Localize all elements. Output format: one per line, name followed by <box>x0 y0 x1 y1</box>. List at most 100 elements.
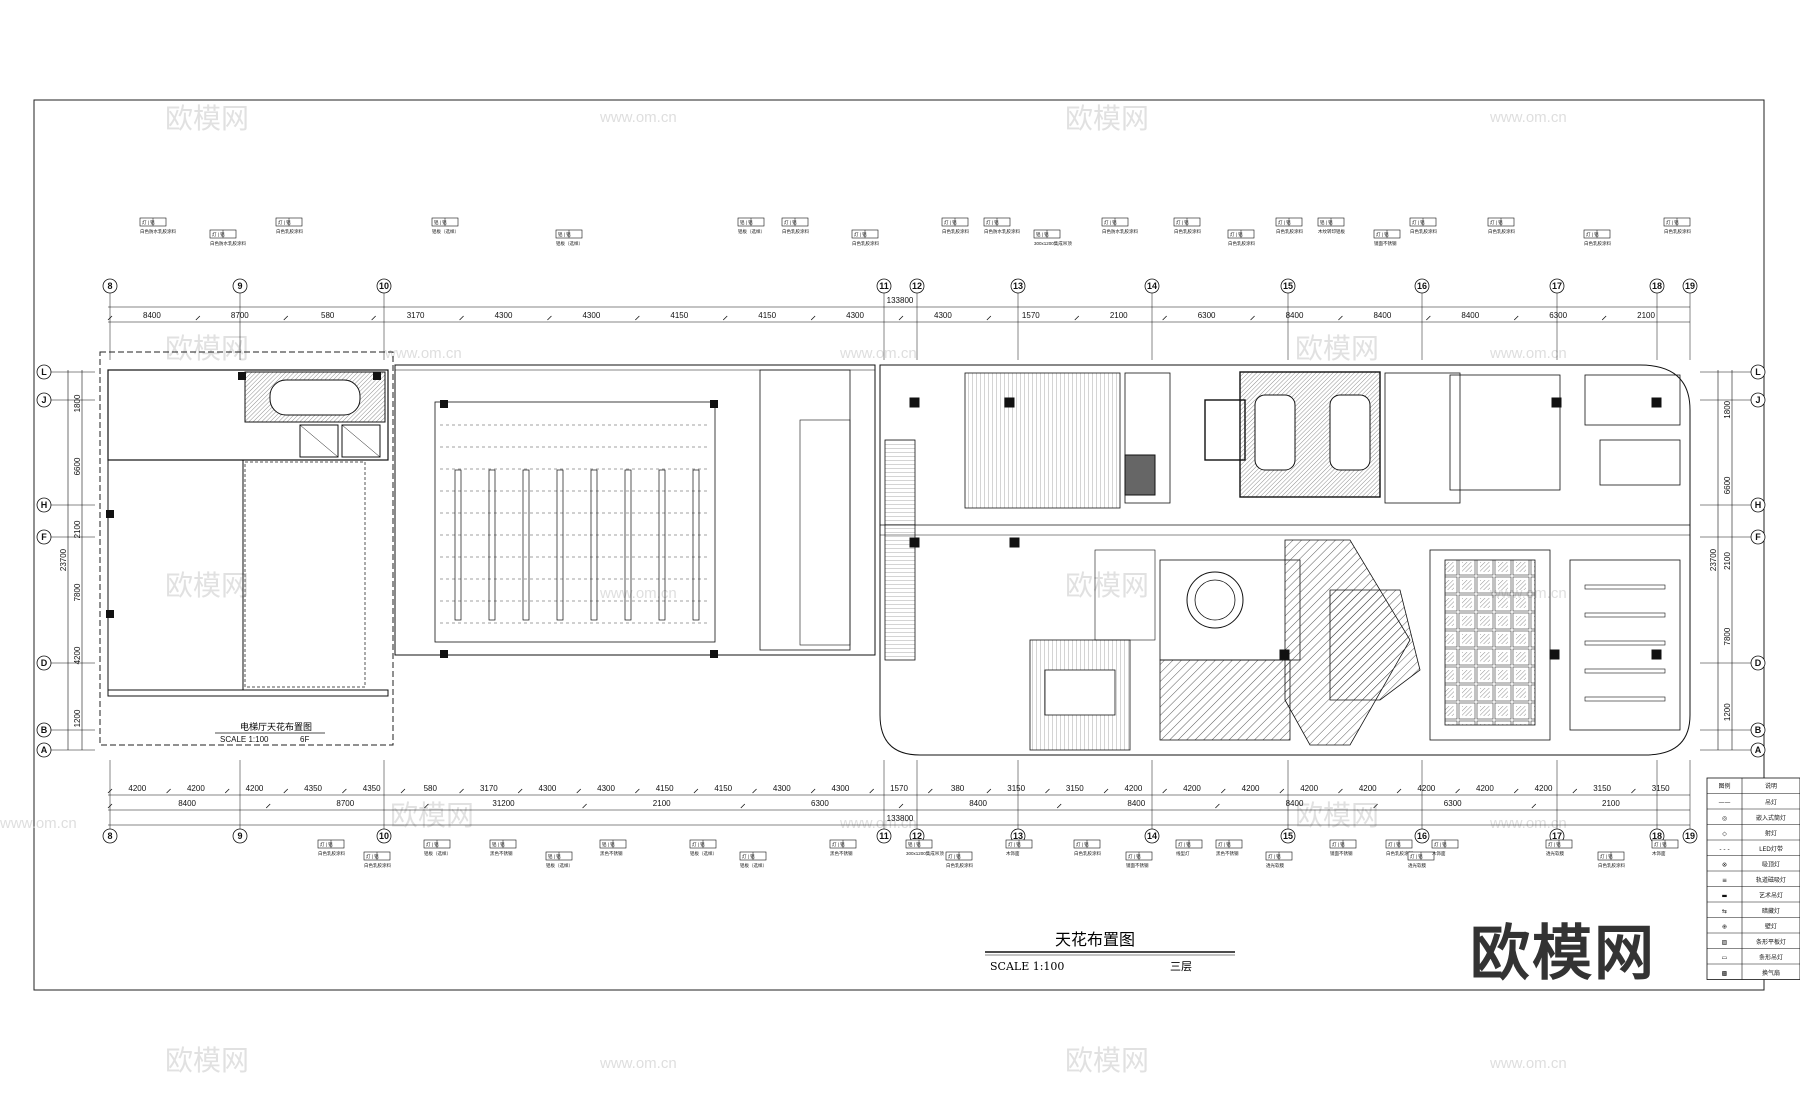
dimension-top: 4300 <box>934 311 952 320</box>
tag-material: 镜面不锈钢 <box>1126 862 1149 869</box>
tag-code: 灯 | 铝 <box>986 219 999 226</box>
dimension-top: 4300 <box>582 311 600 320</box>
light-strip <box>1584 696 1666 702</box>
tag-material: 黑色不锈钢 <box>830 850 853 857</box>
dimension-top: 4150 <box>670 311 688 320</box>
material-tag-top: 铝 | 铝铝板（选样） <box>431 217 459 235</box>
watermark-logo: 欧模网 <box>1065 1044 1149 1077</box>
tag-code: 灯 | 铝 <box>1176 219 1189 226</box>
dimension-bottom: 3150 <box>1652 784 1670 793</box>
tag-code: 灯 | 铝 <box>1586 231 1599 238</box>
tag-material: 铝板（选样） <box>738 228 765 235</box>
watermark-url: www.om.cn <box>1489 109 1567 126</box>
tag-material: 白色防水乳胶涂料 <box>984 228 1020 235</box>
grid-bubble-left: A <box>36 742 52 758</box>
tag-code: 灯 | 铝 <box>320 841 333 848</box>
material-tag-top: 铝 | 铝铝板（选样） <box>555 229 583 247</box>
light-strip <box>1584 668 1666 674</box>
grid-bubble-top: 9 <box>232 278 248 294</box>
tag-material: 白色乳胶涂料 <box>942 228 969 235</box>
watermark-url: www.om.cn <box>0 815 77 832</box>
grid-bubble-bottom: 16 <box>1414 828 1430 844</box>
grid-bubble-right: A <box>1750 742 1766 758</box>
tag-code: 铝 | 铝 <box>602 841 615 848</box>
dimension-bottom: 3170 <box>480 784 498 793</box>
grid-bubble-bottom: 15 <box>1280 828 1296 844</box>
dimension-top: 2100 <box>1637 311 1655 320</box>
tag-code: 铝 | 铝 <box>1320 219 1333 226</box>
tag-material: 白色防水乳胶涂料 <box>1102 228 1138 235</box>
legend-label: 壁灯 <box>1765 923 1777 931</box>
grid-axis-label: 14 <box>1147 831 1157 841</box>
tag-material: 木饰面 <box>1006 850 1020 857</box>
tag-material: 白色防水乳胶涂料 <box>140 228 176 235</box>
dimension-bottom: 4350 <box>363 784 381 793</box>
dimension-top: 6300 <box>1549 311 1567 320</box>
tag-material: 木饰面 <box>1432 850 1446 857</box>
tag-material: 300x1200集成吊顶 <box>906 850 944 857</box>
floor-label: 三层 <box>1170 960 1192 973</box>
light-strip <box>692 469 700 621</box>
grid-bubble-top: 10 <box>376 278 392 294</box>
legend-label: 条形平板灯 <box>1756 938 1786 946</box>
tag-code: 灯 | 铝 <box>1008 841 1021 848</box>
tag-code: 灯 | 铝 <box>1376 231 1389 238</box>
grid-bubble-top: 13 <box>1010 278 1026 294</box>
dimension-bottom: 580 <box>424 784 438 793</box>
tag-material: 白色乳胶涂料 <box>1276 228 1303 235</box>
tag-material: 白色乳胶涂料 <box>1074 850 1101 857</box>
legend-label: 嵌入式筒灯 <box>1756 814 1786 822</box>
grid-axis-label: 16 <box>1417 831 1427 841</box>
watermark-url: www.om.cn <box>599 1055 677 1072</box>
grid-axis-label: 18 <box>1652 281 1662 291</box>
tag-code: 铝 | 铝 <box>492 841 505 848</box>
legend-symbol: ◇ <box>1722 831 1727 838</box>
watermark-logo: 欧模网 <box>165 569 249 602</box>
dimension-bottom: 6300 <box>1444 799 1462 808</box>
dimension-bottom: 6300 <box>811 799 829 808</box>
dimension-bottom: 4200 <box>1417 784 1435 793</box>
grid-bubble-top: 11 <box>876 278 892 294</box>
light-strip <box>658 469 666 621</box>
tag-code: 灯 | 铝 <box>948 853 961 860</box>
dimension-top: 4150 <box>758 311 776 320</box>
central-hall <box>394 364 916 661</box>
main-title: 天花布置图 <box>1055 930 1135 949</box>
dimension-left: 1200 <box>73 709 82 727</box>
dimension-right: 1200 <box>1723 703 1732 721</box>
dimension-bottom: 8400 <box>969 799 987 808</box>
dimension-top: 3170 <box>407 311 425 320</box>
dimension-top: 8400 <box>1286 311 1304 320</box>
dimension-left: 2100 <box>73 520 82 538</box>
dimension-total-left: 23700 <box>59 548 68 571</box>
dimension-bottom: 2100 <box>1602 799 1620 808</box>
watermark-url: www.om.cn <box>1489 815 1567 832</box>
tag-code: 灯 | 铝 <box>1104 219 1117 226</box>
grid-axis-label: 11 <box>879 831 889 841</box>
legend-symbol: ⇆ <box>1722 908 1727 915</box>
dimension-top: 4300 <box>495 311 513 320</box>
grid-bubble-top: 8 <box>102 278 118 294</box>
material-tag-bottom: 灯 | 铝铝板（选样） <box>689 839 717 857</box>
legend-header-symbol: 图例 <box>1718 782 1730 790</box>
dimension-top: 8400 <box>1461 311 1479 320</box>
tag-code: 灯 | 铝 <box>212 231 225 238</box>
grid-bubble-right: J <box>1750 392 1766 408</box>
grid-bubble-top: 18 <box>1649 278 1665 294</box>
tag-code: 灯 | 铝 <box>1548 841 1561 848</box>
